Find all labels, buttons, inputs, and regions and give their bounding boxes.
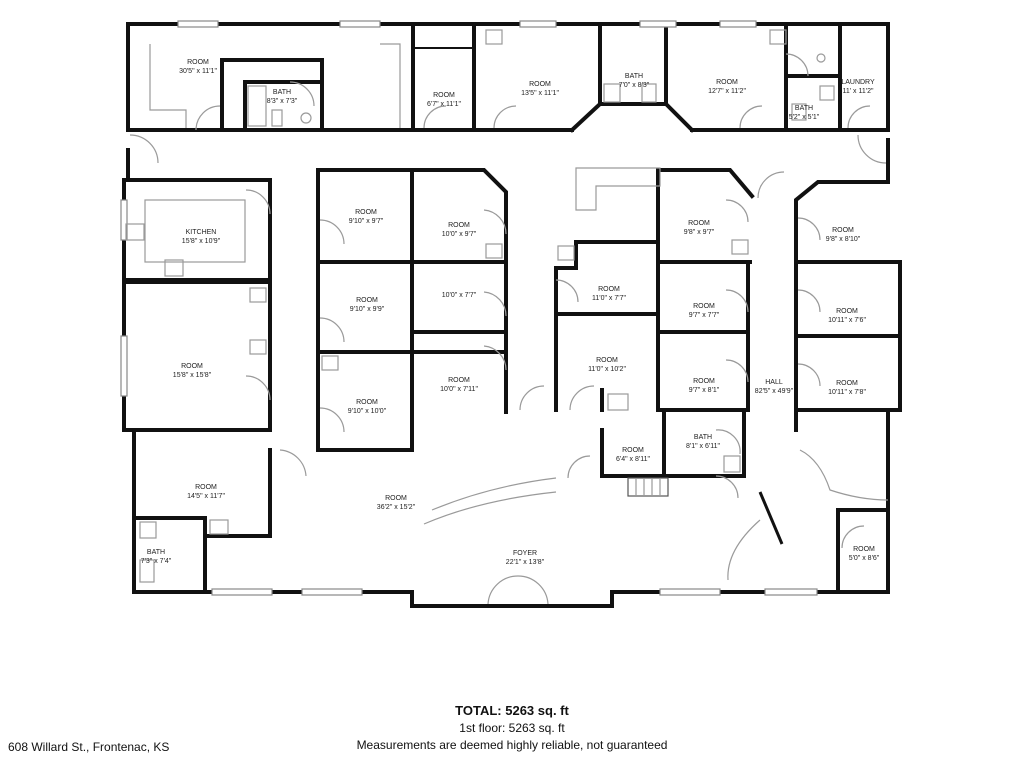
- room-name-r30: BATH: [147, 549, 165, 556]
- room-dims-r15: 10'0" x 7'7": [442, 292, 477, 299]
- room-name-r18: ROOM: [836, 308, 858, 315]
- room-name-r12: ROOM: [688, 220, 710, 227]
- room-dims-r10: 9'10" x 9'7": [349, 218, 384, 225]
- room-dims-r3: 6'7" x 11'1": [427, 101, 461, 108]
- room-name-r14: ROOM: [356, 297, 378, 304]
- room-dims-r16: 11'0" x 7'7": [592, 295, 626, 302]
- room-dims-r23: 82'5" x 49'9": [755, 388, 794, 395]
- room-dims-r24: 10'11" x 7'8": [828, 389, 866, 396]
- room-name-r10: ROOM: [355, 209, 377, 216]
- room-dims-r17: 9'7" x 7'7": [689, 312, 720, 319]
- room-name-r16: ROOM: [598, 286, 620, 293]
- room-name-r4: ROOM: [529, 81, 551, 88]
- room-name-r19: ROOM: [181, 363, 203, 370]
- room-dims-r4: 13'5" x 11'1": [521, 90, 559, 97]
- room-dims-r21: 10'0" x 7'11": [440, 386, 478, 393]
- room-name-r13: ROOM: [832, 227, 854, 234]
- room-dims-r1: 30'5" x 11'1": [179, 68, 217, 75]
- floor-area: 1st floor: 5263 sq. ft: [459, 721, 565, 735]
- room-name-r29: ROOM: [385, 495, 407, 502]
- room-dims-r22: 9'7" x 8'1": [689, 387, 720, 394]
- floor-plan: ROOM 30'5" x 11'1" BATH 8'3" x 7'3" ROOM 6'7"…: [120, 20, 902, 608]
- room-dims-r28: 14'5" x 11'7": [187, 493, 225, 500]
- room-name-r28: ROOM: [195, 484, 217, 491]
- disclaimer: Measurements are deemed highly reliable,…: [356, 738, 668, 752]
- room-dims-r30: 7'3" x 7'4": [141, 558, 172, 565]
- room-name-r24: ROOM: [836, 380, 858, 387]
- room-name-r1: ROOM: [187, 59, 209, 66]
- walls: [122, 22, 902, 608]
- room-name-r25: ROOM: [356, 399, 378, 406]
- room-dims-r20: 11'0" x 10'2": [588, 366, 626, 373]
- room-name-r32: ROOM: [853, 546, 875, 553]
- room-dims-r13: 9'8" x 8'10": [826, 236, 861, 243]
- room-dims-r19: 15'8" x 15'8": [173, 372, 212, 379]
- room-name-r23: HALL: [765, 379, 783, 386]
- room-name-r9: KITCHEN: [186, 229, 217, 236]
- room-name-r8: LAUNDRY: [841, 79, 875, 86]
- fixtures: [125, 29, 889, 605]
- room-name-r31: FOYER: [513, 550, 537, 557]
- room-name-r3: ROOM: [433, 92, 455, 99]
- room-dims-r12: 9'8" x 9'7": [684, 229, 715, 236]
- property-address: 608 Willard St., Frontenac, KS: [8, 740, 170, 754]
- room-name-r22: ROOM: [693, 378, 715, 385]
- room-dims-r8: 11' x 11'2": [843, 88, 874, 95]
- room-dims-r31: 22'1" x 13'8": [506, 559, 545, 566]
- room-name-r17: ROOM: [693, 303, 715, 310]
- room-name-r21: ROOM: [448, 377, 470, 384]
- room-name-r6: ROOM: [716, 79, 738, 86]
- room-dims-r9: 15'8" x 10'9": [182, 238, 221, 245]
- room-name-r20: ROOM: [596, 357, 618, 364]
- room-name-r26: BATH: [694, 434, 712, 441]
- room-dims-r6: 12'7" x 11'2": [708, 88, 746, 95]
- total-area: TOTAL: 5263 sq. ft: [455, 703, 569, 718]
- room-dims-r29: 36'2" x 15'2": [377, 504, 416, 511]
- room-dims-r27: 6'4" x 8'11": [616, 456, 650, 463]
- room-dims-r11: 10'0" x 9'7": [442, 231, 477, 238]
- room-name-r11: ROOM: [448, 222, 470, 229]
- room-dims-r32: 5'0" x 8'6": [849, 555, 880, 562]
- room-name-r2: BATH: [273, 89, 291, 96]
- room-dims-r2: 8'3" x 7'3": [267, 98, 298, 105]
- room-dims-r7: 5'2" x 5'1": [789, 114, 820, 121]
- room-name-r5: BATH: [625, 73, 643, 80]
- windows: [120, 20, 818, 596]
- room-name-r27: ROOM: [622, 447, 644, 454]
- room-dims-r18: 10'11" x 7'6": [828, 317, 866, 324]
- room-dims-r5: 7'0" x 8'3": [619, 82, 650, 89]
- room-name-r7: BATH: [795, 105, 813, 112]
- room-dims-r14: 9'10" x 9'9": [350, 306, 385, 313]
- room-labels: ROOM 30'5" x 11'1" BATH 8'3" x 7'3" ROOM 6'7"…: [141, 59, 880, 566]
- room-dims-r26: 8'1" x 6'11": [686, 443, 720, 450]
- room-dims-r25: 9'10" x 10'0": [348, 408, 387, 415]
